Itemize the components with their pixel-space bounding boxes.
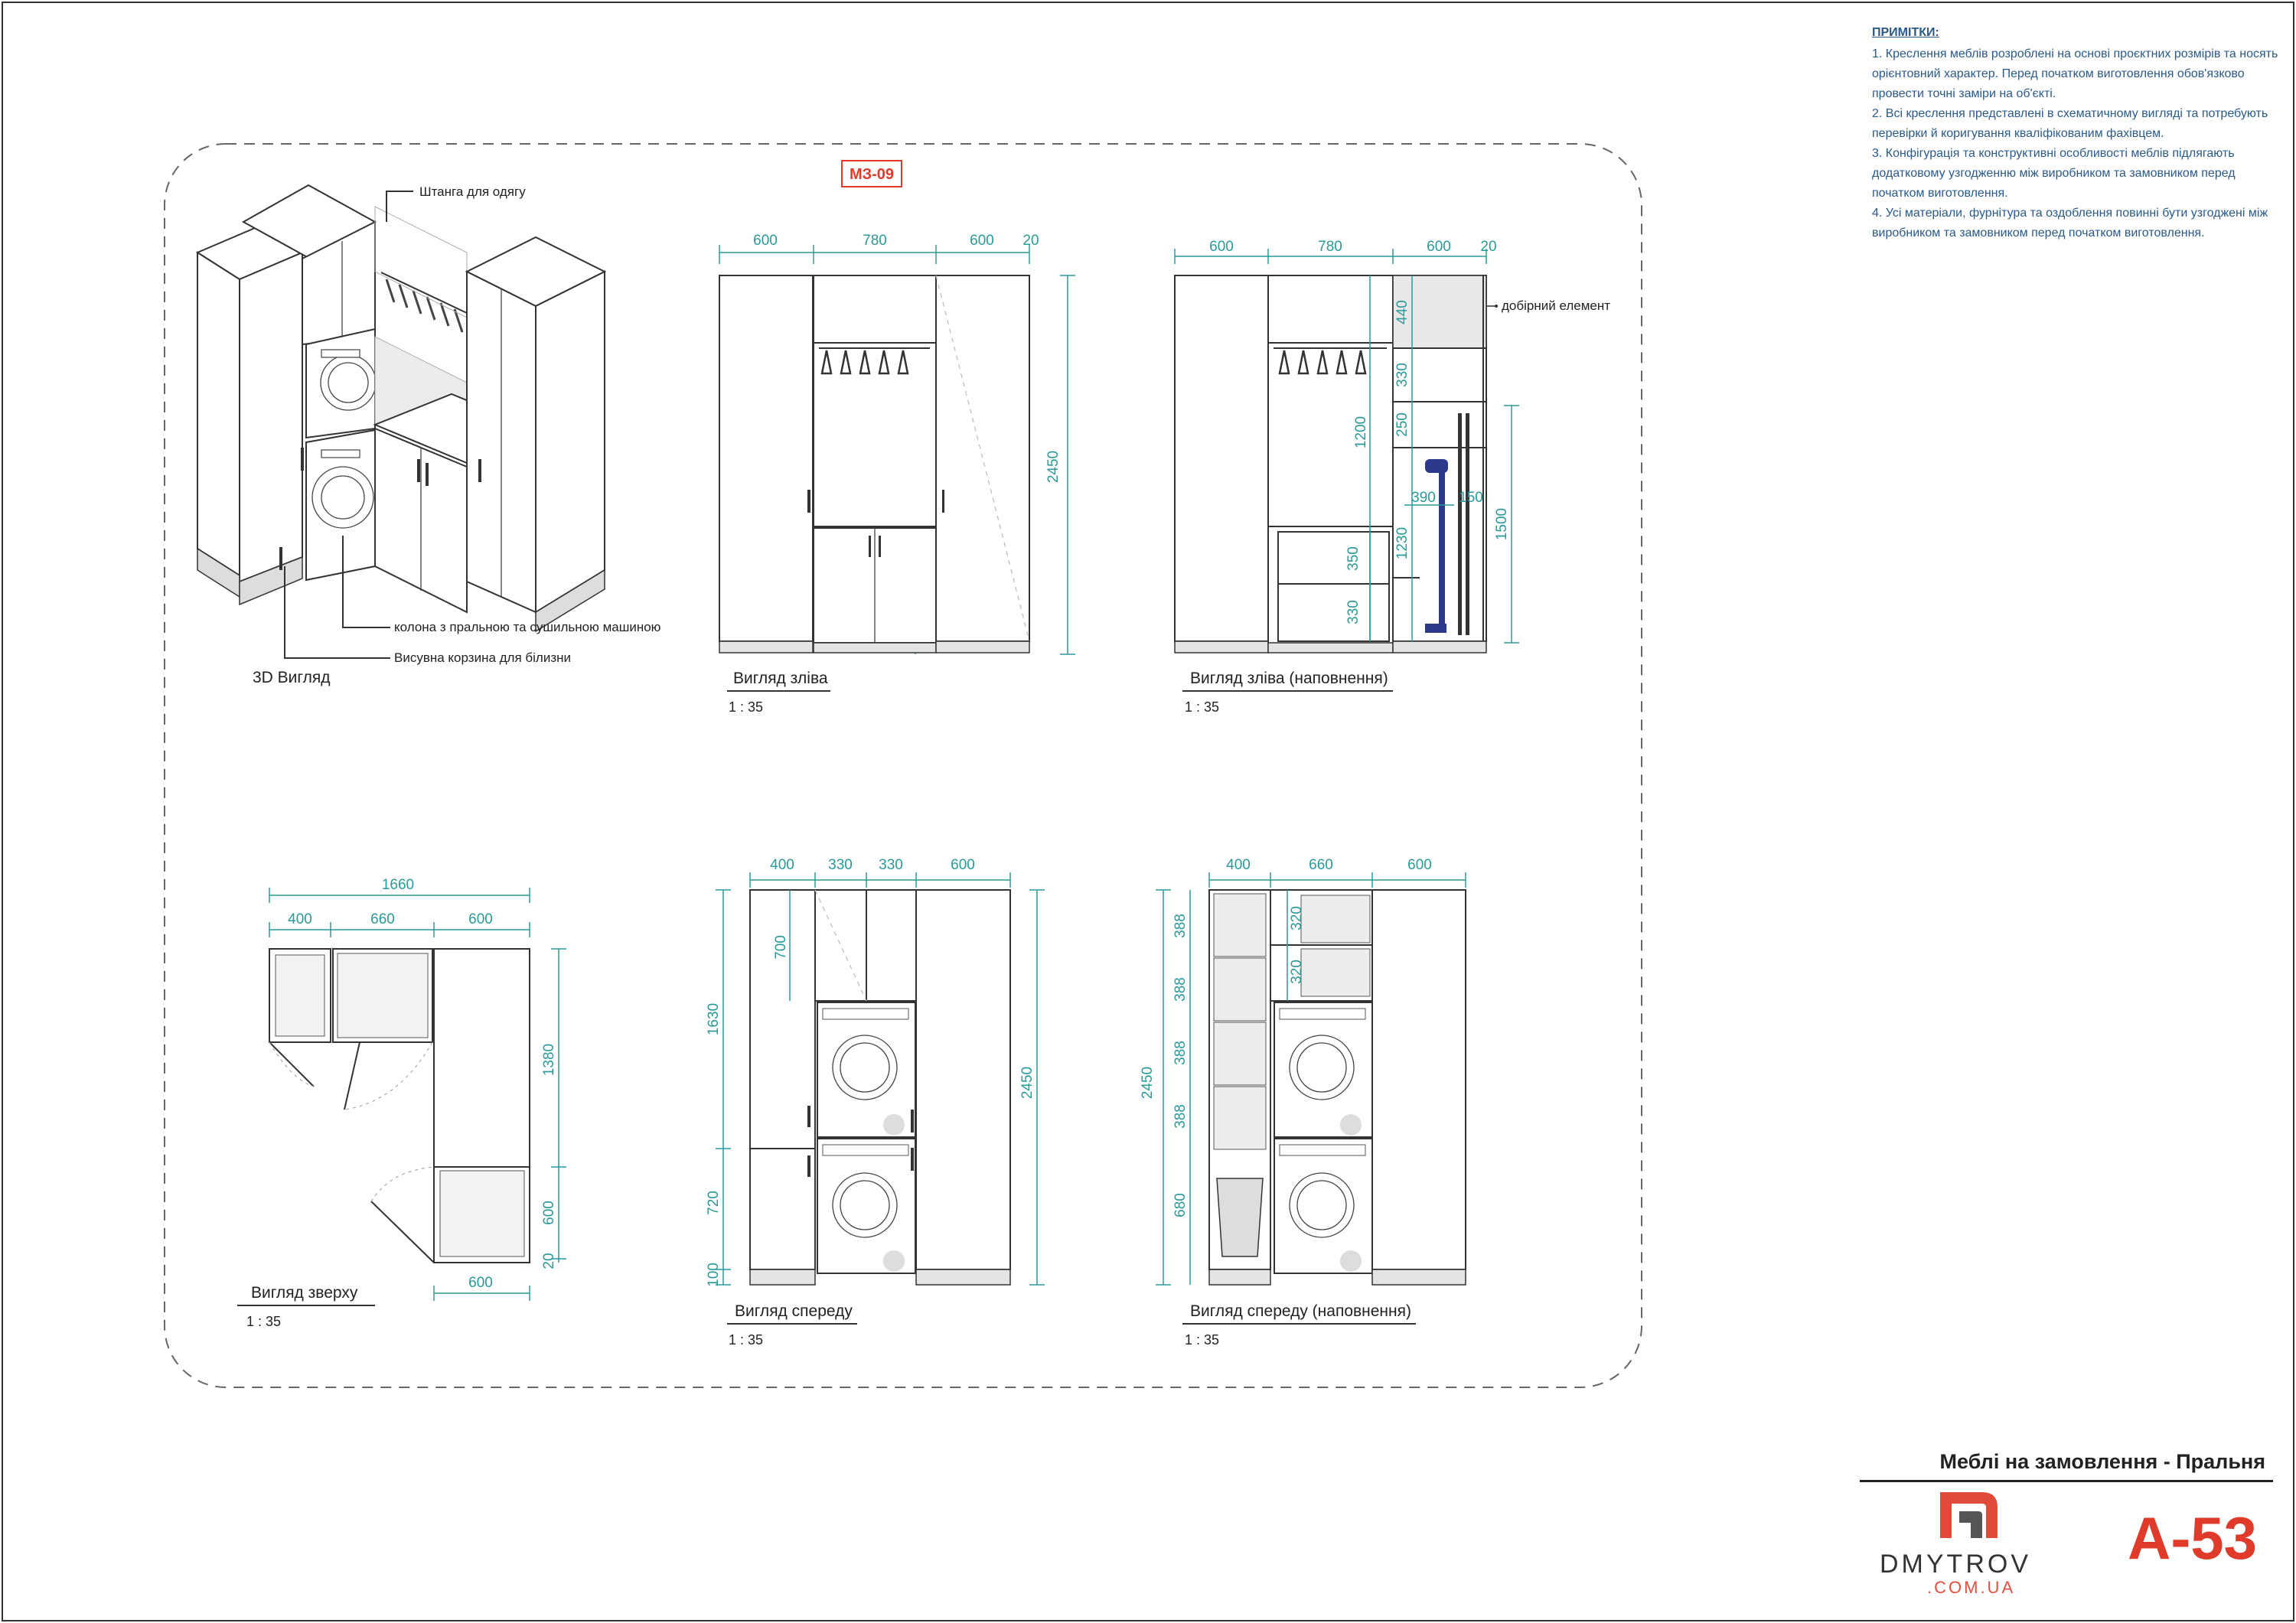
dim-ff-v320a: 320: [1289, 906, 1305, 930]
notes-title: ПРИМІТКИ:: [1872, 26, 1939, 39]
dim-top-w2: 660: [370, 911, 395, 927]
dim-lf-v1230: 1230: [1394, 527, 1411, 559]
dim-ff-w1: 400: [1226, 857, 1251, 873]
dim-front-w3: 330: [879, 857, 903, 873]
view-front-fill-scale: 1 : 35: [1185, 1332, 1219, 1348]
dim-lf-w2: 780: [1318, 239, 1342, 255]
project-title: Меблі на замовлення - Пральня: [1939, 1450, 2265, 1473]
view-front: 400 330 330 600 1630 720 100: [706, 857, 1045, 1348]
view-front-scale: 1 : 35: [729, 1332, 763, 1348]
dim-front-w4: 600: [951, 857, 975, 873]
dim-ff-v680: 680: [1172, 1193, 1189, 1217]
title-underline: [1860, 1480, 2273, 1482]
dim-lf-v330a: 330: [1394, 363, 1411, 387]
view-top-title: Вигляд зверху: [251, 1284, 358, 1302]
dim-lf-v1500: 1500: [1494, 508, 1510, 540]
notes-item-2: 2. Всі креслення представлені в схематич…: [1872, 107, 2268, 140]
dim-lf-w1: 600: [1209, 239, 1234, 255]
dim-ff-v388a: 388: [1172, 914, 1189, 938]
view-left-scale: 1 : 35: [729, 699, 763, 715]
dim-lf-v330b: 330: [1345, 600, 1362, 624]
dim-front-w1: 400: [770, 857, 794, 873]
notes-item-4: 4. Усі матеріали, фурнітура та оздобленн…: [1872, 207, 2268, 240]
callout-column: колона з пральною та сушильною машиною: [394, 620, 661, 634]
dim-left-h2450: 2450: [1045, 451, 1062, 483]
dim-front-v700: 700: [773, 935, 789, 960]
dim-front-w2: 330: [828, 857, 853, 873]
logo-subtext: .COM.UA: [1927, 1578, 2016, 1597]
dim-front-v1630: 1630: [706, 1003, 722, 1035]
dim-left-w3: 600: [970, 233, 994, 249]
dim-lf-v390: 390: [1411, 490, 1436, 506]
view-front-title: Вигляд спереду: [735, 1302, 853, 1320]
callout-rod: Штанга для одягу: [419, 184, 526, 199]
view-front-fill: 400 660 600 2450 388 388 388 388: [1140, 857, 1466, 1348]
code-badge-text: МЗ-09: [850, 166, 894, 183]
dim-ff-v320b: 320: [1289, 960, 1305, 984]
dim-top-d1380: 1380: [541, 1044, 557, 1076]
dim-lf-w3: 600: [1427, 239, 1451, 255]
callout-basket: Висувна корзина для білизни: [394, 650, 571, 665]
vacuum-cleaner-icon: [1425, 413, 1469, 635]
dim-top-total: 1660: [382, 877, 414, 893]
dim-lf-v440: 440: [1394, 300, 1411, 324]
dim-ff-v388d: 388: [1172, 1104, 1189, 1129]
logo-text: DMYTROV: [1880, 1550, 2031, 1579]
dim-front-h2450: 2450: [1019, 1067, 1035, 1099]
dim-top-bottom600: 600: [468, 1275, 493, 1291]
dim-left-w2: 780: [863, 233, 887, 249]
dim-lf-v1200: 1200: [1353, 416, 1369, 448]
dim-lf-v350: 350: [1345, 546, 1362, 571]
dim-ff-w2: 660: [1309, 857, 1333, 873]
notes-item-1: 1. Креслення меблів розроблені на основі…: [1872, 47, 2278, 100]
dim-left-w4: 20: [1022, 233, 1039, 249]
code-badge: МЗ-09: [841, 160, 902, 187]
callout-filler: добірний елемент: [1502, 298, 1610, 313]
drawing-frame: [164, 143, 1642, 1388]
dim-top-d20: 20: [541, 1253, 557, 1269]
title-block: Меблі на замовлення - Пральня: [1860, 1450, 2273, 1482]
dim-left-w1: 600: [753, 233, 778, 249]
dim-lf-w4: 20: [1480, 239, 1496, 255]
notes-item-3: 3. Конфігурація та конструктивні особлив…: [1872, 147, 2236, 200]
view-left-title: Вигляд зліва: [733, 670, 828, 687]
view-left-fill-title: Вигляд зліва (наповнення): [1190, 670, 1388, 687]
dim-ff-v388c: 388: [1172, 1041, 1189, 1065]
view-top: 1660 400 660 600 1380 600 20 600 Вигляд …: [237, 877, 566, 1329]
view-3d: Штанга для одягу колона з пральною та су…: [195, 184, 661, 686]
dim-ff-v388b: 388: [1172, 977, 1189, 1002]
dim-front-v720: 720: [706, 1191, 722, 1215]
view-top-scale: 1 : 35: [246, 1314, 281, 1329]
sheet-number: A-53: [2128, 1504, 2258, 1572]
dim-lf-v250: 250: [1394, 412, 1411, 437]
dim-front-v100: 100: [706, 1263, 722, 1287]
view-front-fill-title: Вигляд спереду (наповнення): [1190, 1302, 1411, 1320]
view-left-fill-scale: 1 : 35: [1185, 699, 1219, 715]
dim-top-d600: 600: [541, 1201, 557, 1225]
notes-block: ПРИМІТКИ: 1. Креслення меблів розроблені…: [1872, 23, 2285, 243]
view-3d-label: 3D Вигляд: [253, 669, 331, 686]
view-left-fill: 600 780 600 20 12: [1174, 239, 1610, 715]
dim-top-w3: 600: [468, 911, 493, 927]
view-left: 600 780 600 20 2450 390 20 1200 840 Вигл…: [719, 233, 1075, 715]
dim-lf-v150: 150: [1459, 490, 1483, 506]
dim-top-w1: 400: [288, 911, 312, 927]
dim-ff-w3: 600: [1407, 857, 1432, 873]
logo-mark-icon: [1940, 1492, 1998, 1538]
dim-ff-h2450: 2450: [1140, 1067, 1156, 1099]
